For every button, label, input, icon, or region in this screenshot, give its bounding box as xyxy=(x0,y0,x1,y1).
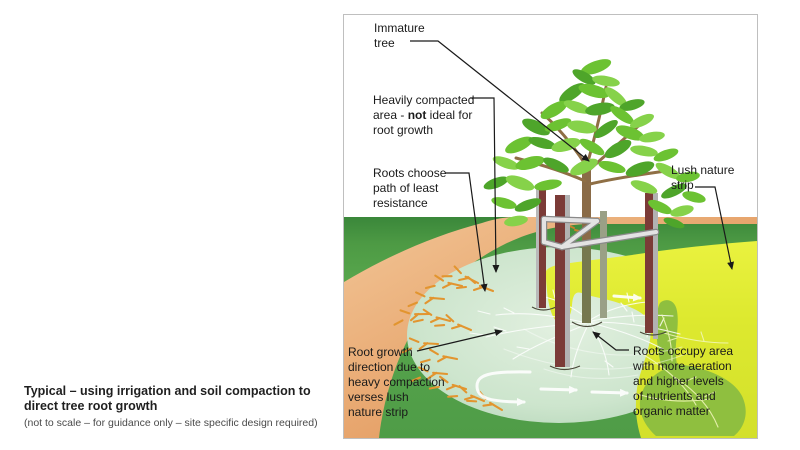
tree-trunk-lower xyxy=(582,241,591,323)
caption-title-line2: direct tree root growth xyxy=(24,399,158,413)
figure-caption: Typical – using irrigation and soil comp… xyxy=(24,384,354,430)
caption-title-line1: Typical – using irrigation and soil comp… xyxy=(24,384,311,398)
tree-stakes xyxy=(531,187,667,371)
label-immature-tree: Immature tree xyxy=(374,21,425,50)
rear-stake xyxy=(600,211,607,318)
leader-roots-occupy xyxy=(592,331,629,351)
label-lush-nature-strip: Lush nature strip xyxy=(671,163,735,192)
root-flow-arrow-icon xyxy=(539,385,578,394)
leader-immature-tree xyxy=(410,40,590,162)
leader-heavily-compacted xyxy=(470,97,500,273)
label-roots-occupy: Roots occupy area with more aeration and… xyxy=(633,344,734,418)
leader-lush-strip xyxy=(695,186,735,270)
caption-note: (not to scale – for guidance only – site… xyxy=(24,417,318,429)
label-root-growth-direction: Root growth direction due to heavy compa… xyxy=(348,345,445,419)
root-flow-arrow-icon xyxy=(612,293,642,302)
compacted-path-area xyxy=(344,217,757,438)
root-flow-arrow-icon xyxy=(475,370,532,406)
root-flow-arrows xyxy=(475,293,642,406)
label-roots-choose: Roots choose path of least resistance xyxy=(373,166,447,210)
tree-trunk xyxy=(582,163,591,243)
leader-roots-choose xyxy=(445,172,488,292)
leader-root-growth xyxy=(416,329,503,352)
tree-foliage xyxy=(483,59,706,229)
root-flow-arrow-icon xyxy=(590,388,629,397)
leader-lines xyxy=(410,40,735,352)
white-roots-in-lush-strip xyxy=(633,314,729,428)
stake-brace-frame xyxy=(540,215,660,251)
trunk-root-flare xyxy=(571,321,603,328)
diagram-illustration xyxy=(344,15,757,438)
